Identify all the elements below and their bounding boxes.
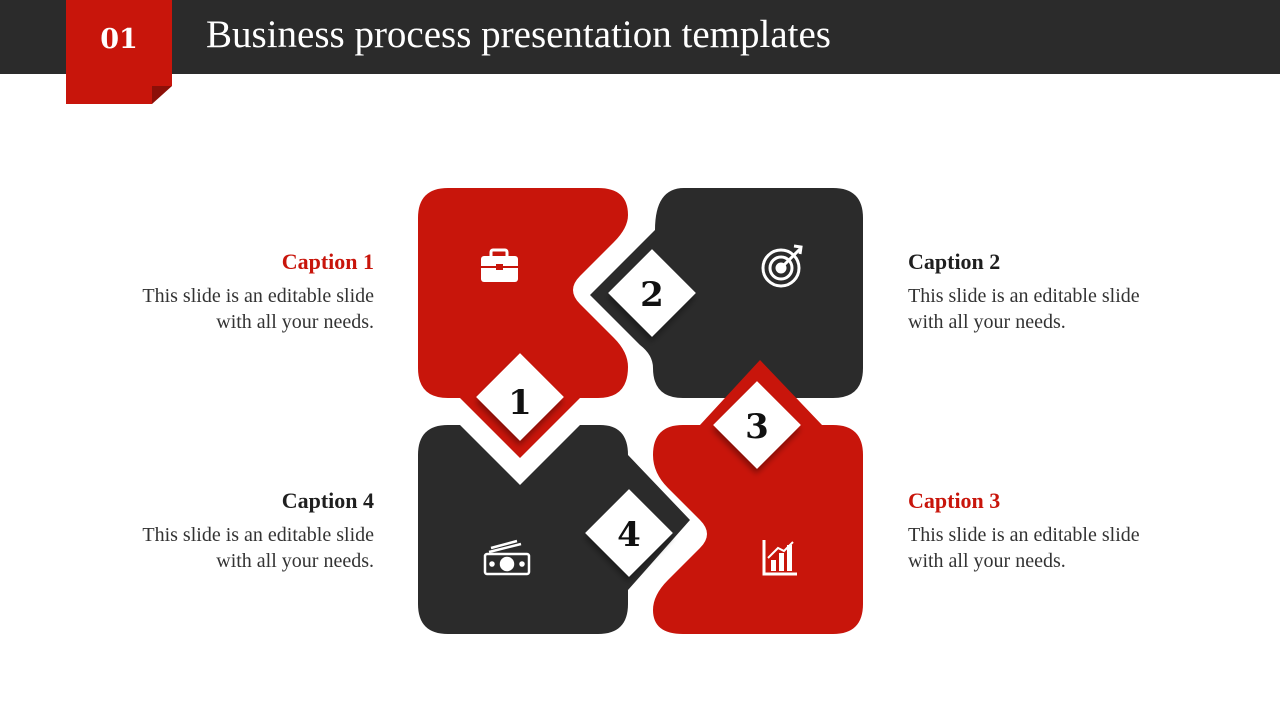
caption-block-1: Caption 1 This slide is an editable slid… bbox=[114, 249, 374, 335]
process-diagram: 1 2 3 4 bbox=[418, 188, 863, 634]
caption-text-1-line-1: This slide is an editable slide bbox=[142, 285, 374, 307]
slide-title: Business process presentation templates bbox=[206, 13, 831, 56]
diamond-3 bbox=[713, 381, 801, 469]
caption-block-4: Caption 4 This slide is an editable slid… bbox=[114, 488, 374, 574]
diamond-2 bbox=[608, 249, 696, 337]
slide-number: 01 bbox=[100, 24, 138, 55]
money-icon bbox=[483, 539, 531, 576]
briefcase-icon bbox=[481, 248, 518, 282]
caption-text-1-line-2: with all your needs. bbox=[216, 311, 374, 333]
target-icon bbox=[761, 244, 803, 288]
caption-text-4-line-2: with all your needs. bbox=[216, 550, 374, 572]
diamond-1 bbox=[476, 353, 564, 441]
piece-1 bbox=[418, 188, 628, 458]
caption-text-4-line-1: This slide is an editable slide bbox=[142, 524, 374, 546]
caption-text-2: This slide is an editable slide with all… bbox=[908, 283, 1168, 335]
caption-text-3-line-1: This slide is an editable slide bbox=[908, 524, 1140, 546]
caption-heading-2: Caption 2 bbox=[908, 249, 1001, 274]
step-number-1: 1 bbox=[508, 383, 532, 423]
step-number-2: 2 bbox=[640, 275, 664, 315]
step-number-3: 3 bbox=[745, 407, 769, 447]
title-bar bbox=[0, 0, 1280, 74]
piece-4 bbox=[418, 425, 690, 634]
caption-text-2-line-2: with all your needs. bbox=[908, 311, 1066, 333]
caption-text-4: This slide is an editable slide with all… bbox=[114, 522, 374, 574]
caption-heading-1: Caption 1 bbox=[281, 249, 374, 274]
caption-block-2: Caption 2 This slide is an editable slid… bbox=[908, 249, 1168, 335]
caption-text-3: This slide is an editable slide with all… bbox=[908, 522, 1168, 574]
bar-chart-icon bbox=[762, 540, 797, 576]
piece-3 bbox=[653, 360, 863, 634]
step-number-4: 4 bbox=[617, 515, 641, 555]
badge-fold bbox=[152, 86, 172, 104]
caption-heading-4: Caption 4 bbox=[281, 488, 374, 513]
caption-heading-3: Caption 3 bbox=[908, 488, 1001, 513]
piece-2 bbox=[590, 188, 863, 398]
caption-block-3: Caption 3 This slide is an editable slid… bbox=[908, 488, 1168, 574]
diamond-4 bbox=[585, 489, 673, 577]
caption-text-3-line-2: with all your needs. bbox=[908, 550, 1066, 572]
caption-text-2-line-1: This slide is an editable slide bbox=[908, 285, 1140, 307]
caption-text-1: This slide is an editable slide with all… bbox=[114, 283, 374, 335]
